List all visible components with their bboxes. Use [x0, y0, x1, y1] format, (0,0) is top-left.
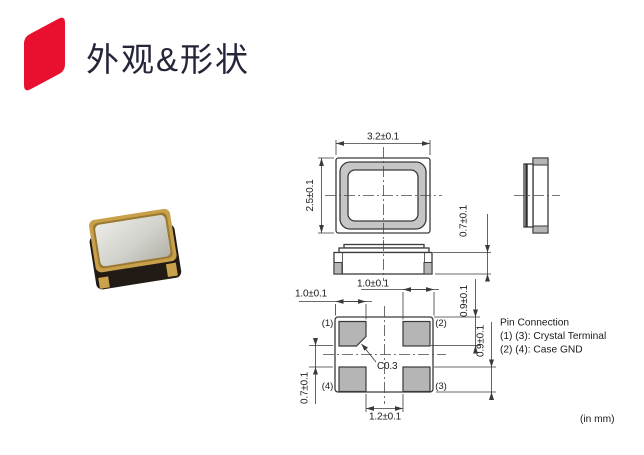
dim-0-9-upper-arrow-bottom: [473, 345, 478, 354]
pin-connection-line2: (2) (4): Case GND: [500, 345, 583, 356]
bottom-view: (1) (2) (3) (4) C0.3 1.0±0.1 1.0±0.1 1.2…: [295, 279, 496, 423]
pad-1: [338, 320, 367, 347]
side-view-pad-left: [333, 262, 343, 275]
end-view: [514, 157, 560, 234]
dim-0-7-left-arrow-bottom: [313, 367, 318, 375]
pin-connection-title: Pin Connection: [500, 318, 569, 329]
unit-note: (in mm): [580, 414, 615, 425]
dim-0-7-extension-lines: [433, 252, 491, 275]
dim-left-vertical-label: 0.7±0.1: [300, 371, 311, 404]
dim-0-9-upper-extensions: [431, 316, 480, 346]
side-view-body: [333, 251, 433, 275]
pin-1-label: (1): [322, 318, 334, 329]
end-view-pad-top: [532, 157, 549, 166]
component-photo: [89, 208, 182, 290]
dim-0-7-left-arrow-top: [313, 338, 318, 346]
page-title: 外观&形状: [86, 40, 251, 78]
dim-side-height-label: 0.7±0.1: [459, 204, 470, 237]
dim-0-9-upper-arrow-top: [473, 309, 478, 317]
dim-0-7-left-extensions: [309, 345, 333, 368]
dim-edge-to-pad-left-label: 1.0±0.1: [295, 289, 328, 300]
pin-connection-note: Pin Connection (1) (3): Crystal Terminal…: [500, 318, 606, 356]
dim-0-7-arrow-bottom: [485, 274, 490, 282]
side-view: 0.7±0.1: [333, 204, 491, 282]
pad-3: [402, 366, 431, 393]
brand-logo-icon: [24, 17, 65, 91]
dim-0-9-lower-extensions: [434, 366, 496, 393]
dim-top-width-label: 3.2±0.1: [367, 132, 400, 143]
dim-mid-1-0-extensions: [402, 292, 435, 320]
dim-top-right-vertical-label: 0.9±0.1: [459, 284, 470, 317]
dim-pad-to-edge-right-label: 1.0±0.1: [357, 279, 390, 290]
pad-4: [338, 366, 367, 393]
side-view-lid-step: [338, 247, 430, 254]
logo-parallelogram: [24, 17, 65, 91]
photo-castellation-left: [98, 276, 110, 289]
page-header: 外观&形状: [22, 12, 250, 94]
side-view-pad-right: [423, 262, 433, 275]
dim-left-1-0-extensions: [335, 304, 367, 320]
dim-mid-right-vertical-label: 0.9±0.1: [476, 324, 487, 357]
pin-3-label: (3): [435, 381, 447, 392]
pad-2: [402, 320, 431, 347]
pin-2-label: (2): [435, 318, 447, 329]
chamfer-leader-arrow: [361, 344, 368, 351]
dim-0-9-lower-arrow-top: [489, 359, 494, 367]
pin-4-label: (4): [322, 381, 334, 392]
photo-castellation-right: [165, 262, 178, 278]
dim-top-height-label: 2.5±0.1: [305, 179, 316, 212]
top-view: 3.2±0.1 2.5±0.1: [305, 132, 442, 244]
dim-bottom-gap-label: 1.2±0.1: [369, 412, 402, 423]
dim-0-7-arrow-top: [485, 245, 490, 253]
end-view-pad-bottom: [532, 225, 549, 234]
dim-0-9-lower-arrow-bottom: [489, 392, 494, 400]
photo-metal-lid: [95, 215, 171, 267]
pin-connection-line1: (1) (3): Crystal Terminal: [500, 331, 606, 342]
chamfer-label: C0.3: [377, 361, 398, 372]
